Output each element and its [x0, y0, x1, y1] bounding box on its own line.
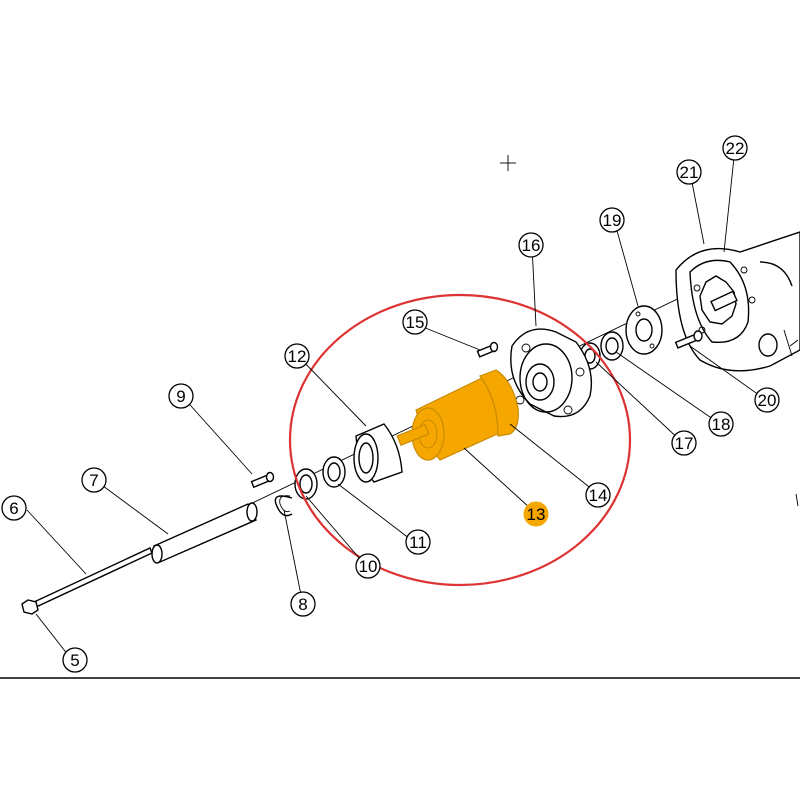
callout-number: 11 [409, 533, 427, 552]
callout-number: 22 [726, 139, 745, 158]
callout-bubble [290, 591, 316, 617]
part-nut [21, 599, 39, 615]
callout-bubble [708, 411, 734, 437]
callout-number: 14 [589, 486, 608, 505]
callout-bubble [355, 553, 381, 579]
callout-number: 19 [603, 211, 622, 230]
callout-9: 9 [168, 383, 194, 409]
part-bearing-11 [322, 456, 346, 488]
callout-bubble [62, 647, 88, 673]
part-flange [510, 328, 593, 418]
focus-circle [288, 293, 632, 587]
callout-number: 10 [359, 557, 378, 576]
callout-bubble [523, 501, 549, 527]
callout-bubble [676, 159, 702, 185]
callout-number: 5 [70, 651, 79, 670]
callout-bubble [722, 135, 748, 161]
callout-number: 7 [89, 471, 98, 490]
callout-10: 10 [355, 553, 381, 579]
callout-5: 5 [62, 647, 88, 673]
part-gasket [625, 305, 663, 355]
part-snap-ring [274, 495, 293, 517]
callout-number: 6 [9, 499, 18, 518]
part-motor-highlighted [396, 369, 519, 461]
callout-7: 7 [81, 467, 107, 493]
callout-6: 6 [1, 495, 27, 521]
callout-bubble [754, 387, 780, 413]
callout-19: 19 [599, 207, 625, 233]
callout-bubble [168, 383, 194, 409]
callout-number: 15 [406, 313, 425, 332]
callout-11: 11 [405, 529, 431, 555]
callout-21: 21 [676, 159, 702, 185]
callout-bubble [405, 529, 431, 555]
callout-14: 14 [585, 482, 611, 508]
part-tube [151, 502, 258, 564]
callout-12: 12 [284, 343, 310, 369]
callout-13: 13 [523, 501, 549, 527]
part-housing-arm [675, 231, 800, 372]
callout-bubble [599, 207, 625, 233]
callout-bubble [1, 495, 27, 521]
part-bolt-9 [250, 471, 275, 489]
callout-number: 16 [522, 236, 541, 255]
crosshair-mark [500, 155, 516, 171]
part-rod [33, 547, 153, 608]
part-seal-18 [600, 331, 624, 361]
callout-bubble [284, 343, 310, 369]
callout-number: 8 [298, 595, 307, 614]
callout-number: 12 [288, 347, 307, 366]
callout-18: 18 [708, 411, 734, 437]
callout-17: 17 [671, 430, 697, 456]
callout-labels: 5 6 7 8 9 10 11 12 13 14 15 16 17 18 19 20 21 22 [1, 135, 780, 673]
callout-8: 8 [290, 591, 316, 617]
callout-bubble [81, 467, 107, 493]
part-bolt-20 [674, 330, 703, 349]
callout-bubble [518, 232, 544, 258]
callout-16: 16 [518, 232, 544, 258]
callout-number: 9 [176, 387, 185, 406]
callout-number: 20 [758, 391, 777, 410]
callout-bubble [585, 482, 611, 508]
callout-number: 13 [527, 505, 546, 524]
part-sleeve [353, 423, 403, 483]
callout-bubble [402, 309, 428, 335]
callout-20: 20 [754, 387, 780, 413]
callout-bubble [671, 430, 697, 456]
edge-tick [795, 493, 799, 507]
callout-number: 17 [675, 434, 694, 453]
part-screw-15 [476, 341, 499, 358]
callout-number: 21 [680, 163, 699, 182]
callout-22: 22 [722, 135, 748, 161]
leader-lines [26, 147, 767, 661]
callout-15: 15 [402, 309, 428, 335]
callout-number: 18 [712, 415, 731, 434]
